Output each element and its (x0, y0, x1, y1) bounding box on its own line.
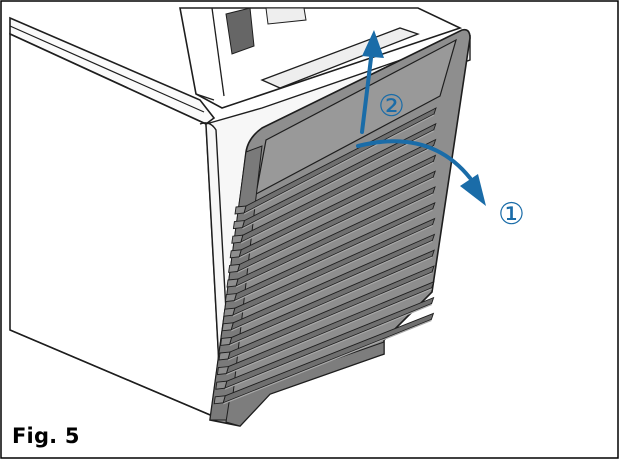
grille-slat-tab (228, 263, 241, 273)
grille-slat-tab (229, 249, 242, 259)
grille-slat-tab (216, 366, 230, 376)
lift-arrow-head (362, 30, 384, 58)
cabinet-top-edge (9, 25, 205, 113)
grille-slat-highlight (240, 146, 434, 244)
display-window (225, 7, 255, 55)
grille-slat-tab (224, 293, 238, 303)
grille-slat-highlight (237, 177, 434, 273)
cabinet-bottom-edge (9, 329, 223, 421)
figure-caption: Fig. 5 (12, 424, 80, 448)
grille-slat-highlight (229, 256, 433, 346)
top-unit-edge (211, 7, 225, 97)
grille-slat-highlight (232, 225, 433, 317)
grille-slat-tab (213, 395, 226, 405)
top-unit-line (195, 93, 215, 101)
grille-slat-tab (220, 336, 233, 346)
grille-foot (225, 341, 385, 427)
rotate-arrow-head (460, 174, 486, 206)
grille-slat-tab (215, 380, 228, 390)
display-bezel (265, 7, 307, 25)
grille-slat-tab (226, 278, 239, 288)
grille-slats (213, 107, 437, 405)
grille-slat-tab (234, 205, 247, 215)
grille-slat-highlight (226, 288, 433, 376)
grille-slat-highlight (230, 240, 433, 332)
grille-slat-tab (231, 234, 244, 244)
grille-slat-highlight (238, 161, 434, 259)
step-1-label: ① (498, 197, 525, 232)
grille-slat-tab (232, 220, 246, 230)
grille-slat-tab (221, 322, 234, 332)
grille-slat-tab (218, 351, 231, 361)
grille-slat-tab (223, 307, 236, 317)
grille-slat-highlight (243, 114, 435, 215)
cabinet-corner-edge (199, 122, 233, 421)
grille-slat-highlight (242, 130, 435, 230)
grille-slat-highlight (227, 272, 433, 361)
grille-slat-highlight (224, 304, 432, 390)
grille-slat-highlight (222, 319, 432, 405)
cabinet-front (9, 32, 223, 422)
grille-top-panel (255, 38, 457, 196)
lift-arrow (360, 48, 374, 134)
grille-slat-highlight (235, 193, 434, 288)
grille-slat-highlight (234, 209, 434, 303)
step-2-label: ② (378, 89, 405, 124)
rotate-arrow (356, 139, 472, 180)
top-unit-ledge (260, 27, 420, 89)
